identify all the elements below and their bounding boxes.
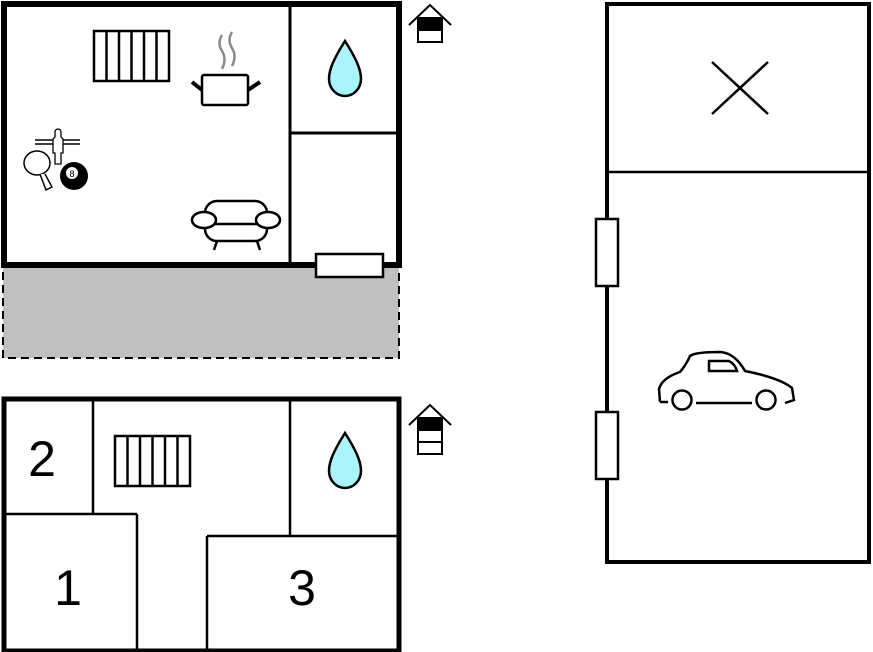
cross-icon — [711, 61, 769, 115]
window — [594, 410, 620, 481]
lower-outer-wall — [1, 396, 402, 652]
room-3-label: 3 — [288, 560, 316, 616]
radiator-icon — [92, 29, 171, 83]
cooking-pot-icon — [190, 31, 262, 107]
floor-indicator-house-icon — [408, 403, 452, 455]
terrace — [2, 265, 400, 359]
lower-floor: 2 1 3 — [1, 396, 452, 652]
games-icon: 8 — [23, 128, 88, 192]
window — [594, 217, 620, 288]
upper-floor: 8 — [1, 1, 452, 359]
radiator-icon — [113, 434, 192, 488]
floor-indicator-house-icon — [408, 3, 452, 43]
water-drop-icon — [327, 38, 363, 98]
garage-outer-wall — [605, 2, 871, 564]
billiard-ball-label: 8 — [69, 169, 74, 179]
room-1-label: 1 — [54, 560, 82, 616]
water-drop-icon — [327, 430, 363, 490]
sofa-icon — [190, 199, 282, 251]
car-icon — [657, 350, 796, 411]
walls — [4, 399, 399, 651]
window — [314, 252, 385, 279]
garage — [594, 2, 871, 564]
room-2-label: 2 — [28, 431, 56, 487]
